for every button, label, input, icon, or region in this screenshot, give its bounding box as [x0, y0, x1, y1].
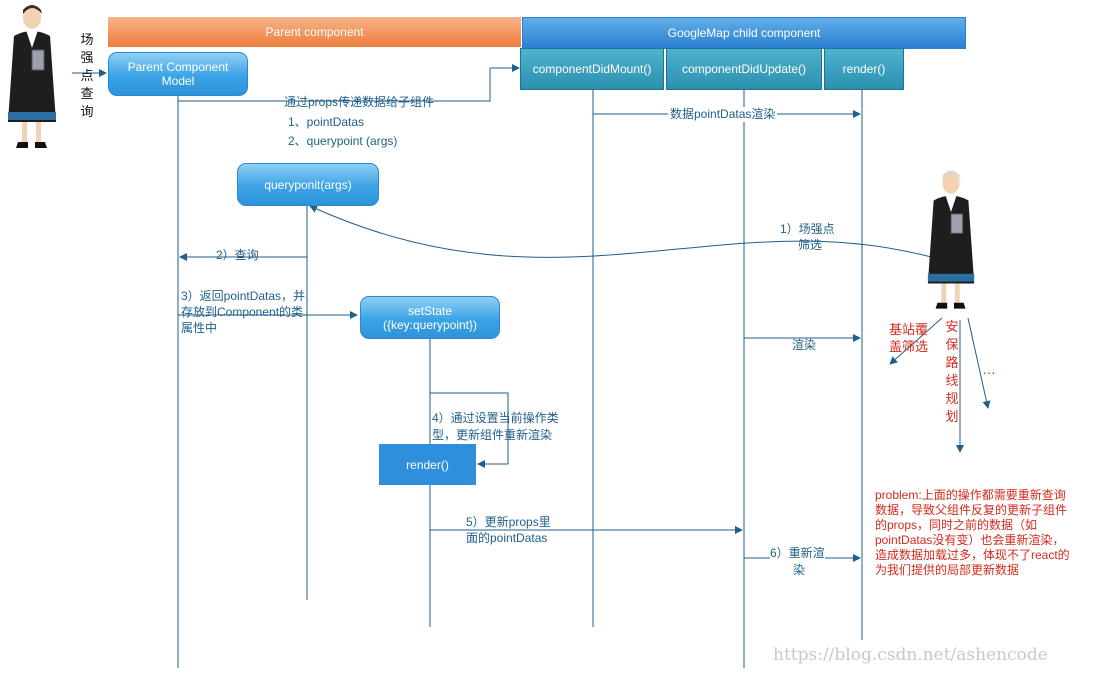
set-state-line1: setState	[407, 303, 453, 318]
actor-left-label: 场强点查询	[80, 32, 94, 119]
step4-loop	[430, 392, 509, 468]
branch-base-line2: 盖筛选	[889, 339, 929, 354]
step6-line1: 6）重新渲	[770, 546, 825, 561]
step3-line2: 存放到Component的类	[181, 305, 304, 319]
step4-line1: 4）通过设置当前操作类	[432, 411, 559, 425]
branch-route-label: 安保路线规划	[945, 319, 959, 424]
problem-line2: 数据，导致父组件反复的更新子组件	[875, 503, 1068, 517]
problem-line1: problem:上面的操作都需要重新查询	[875, 488, 1066, 502]
component-did-mount-box: componentDidMount()	[520, 48, 664, 90]
step5-line2: 面的pointDatas	[466, 531, 548, 545]
problem-line4: pointDatas没有变）也会重新渲染，	[875, 533, 1065, 547]
render-lifecycle-box: render()	[824, 48, 904, 90]
step5-line1: 5）更新props里	[466, 515, 551, 529]
props-pass-arrow	[178, 64, 520, 102]
header-child-component: GoogleMap child component	[522, 17, 966, 49]
watermark: https://blog.csdn.net/ashencode	[773, 645, 1048, 665]
step1-curve	[309, 205, 936, 259]
step3-line3: 属性中	[181, 321, 218, 335]
step6-line2: 染	[793, 563, 806, 577]
step4-line2: 型，更新组件重新渲染	[432, 428, 553, 442]
branch-more-arrow	[967, 317, 991, 409]
actor-right-figure	[927, 170, 975, 309]
component-did-update-box: componentDidUpdate()	[666, 48, 822, 90]
step1-line2: 筛选	[798, 238, 823, 252]
set-state-node: setState ({key:querypoint})	[360, 296, 500, 339]
render-box: render()	[379, 444, 476, 485]
step2-label: 2）查询	[216, 248, 259, 262]
step3-line1: 3）返回pointDatas，并	[181, 289, 306, 303]
props-pass-line2: 1、pointDatas	[288, 115, 365, 129]
props-pass-line3: 2、querypoint (args)	[288, 134, 398, 148]
problem-line3: 的props，同时之前的数据（如	[875, 518, 1038, 532]
header-parent-component: Parent component	[108, 17, 521, 47]
problem-note: problem:上面的操作都需要重新查询 数据，导致父组件反复的更新子组件 的p…	[875, 488, 1089, 578]
render-data-label: 数据pointDatas渲染	[668, 107, 778, 122]
parent-model-label: Parent Component Model	[127, 60, 229, 88]
problem-line6: 为我们提供的局部更新数据	[875, 563, 1020, 577]
props-pass-line1: 通过props传递数据给子组件	[284, 95, 435, 109]
branch-ellipsis: …	[982, 361, 996, 377]
render-small-label: 渲染	[792, 338, 817, 352]
set-state-line2: ({key:querypoint})	[382, 317, 478, 332]
parent-component-model: Parent Component Model	[108, 52, 248, 96]
step1-line1: 1）场强点	[780, 222, 835, 237]
query-point-node: queryponit(args)	[237, 163, 379, 206]
branch-base-arrow	[889, 317, 943, 365]
actor-left-figure	[8, 5, 56, 148]
problem-line5: 造成数据加载过多，体现不了react的	[875, 548, 1070, 562]
branch-base-line1: 基站覆	[889, 322, 929, 337]
